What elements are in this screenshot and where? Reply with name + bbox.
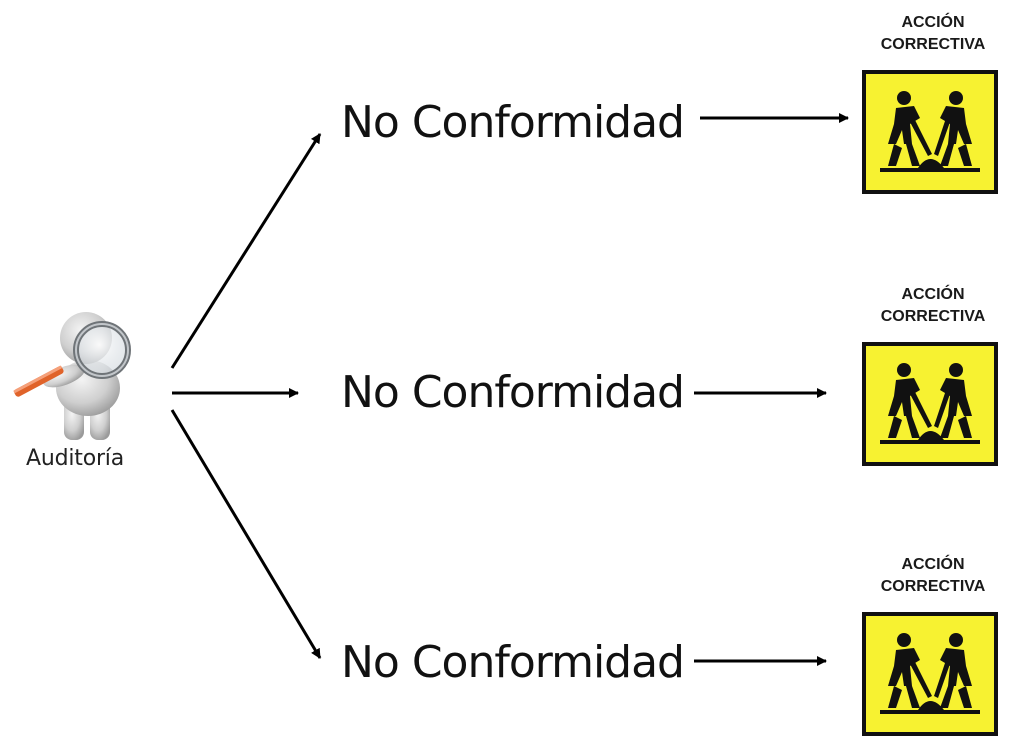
action-title-line1: ACCIÓN	[901, 556, 965, 573]
action-title-line1: ACCIÓN	[901, 14, 965, 31]
auditor-label: Auditoría	[26, 446, 124, 471]
arrow-to-nc-3	[170, 409, 322, 659]
action-title-line1: ACCIÓN	[901, 286, 965, 303]
action-title-3: ACCIÓN CORRECTIVA	[852, 554, 1014, 598]
nonconformity-label-2: No Conformidad	[341, 367, 685, 418]
road-workers-sign-icon	[862, 612, 998, 736]
nonconformity-label-1: No Conformidad	[341, 97, 685, 148]
arrow-to-nc-1	[170, 133, 322, 369]
road-workers-sign-icon	[862, 342, 998, 466]
action-title-1: ACCIÓN CORRECTIVA	[852, 12, 1014, 56]
action-title-2: ACCIÓN CORRECTIVA	[852, 284, 1014, 328]
nonconformity-label-3: No Conformidad	[341, 637, 685, 688]
road-workers-sign-icon	[862, 70, 998, 194]
auditor-magnifier-icon	[8, 300, 148, 450]
action-title-line2: CORRECTIVA	[880, 308, 986, 325]
action-title-line2: CORRECTIVA	[880, 36, 986, 53]
action-title-line2: CORRECTIVA	[880, 578, 986, 595]
